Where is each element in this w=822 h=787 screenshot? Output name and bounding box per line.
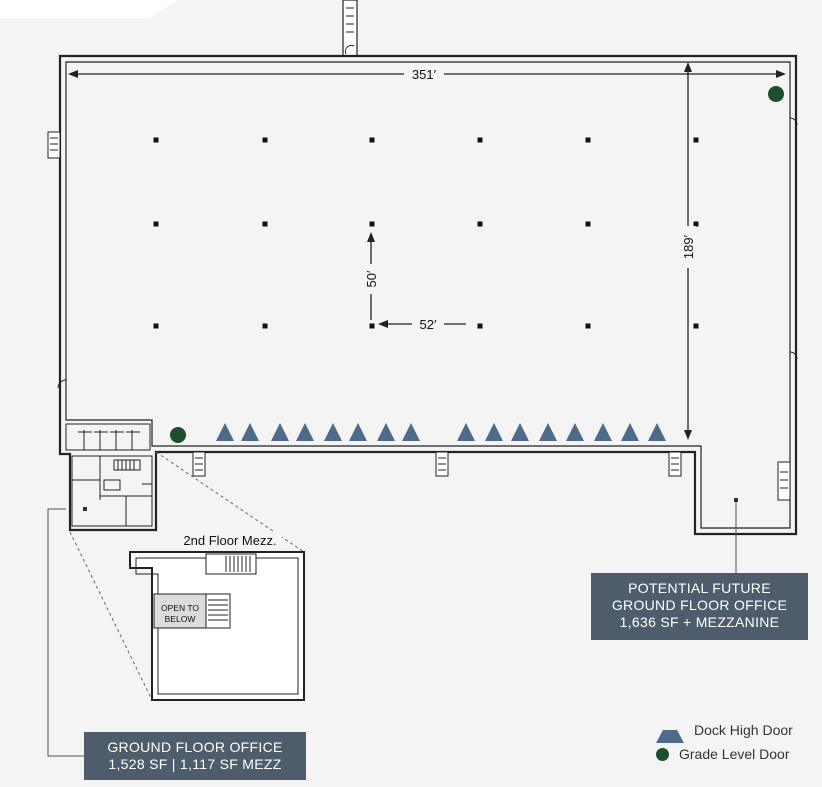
dock-door-16 bbox=[648, 423, 666, 441]
column-2-5 bbox=[693, 323, 699, 329]
east-door-swing-1 bbox=[789, 117, 798, 126]
bay-width-label: 52′ bbox=[420, 317, 437, 332]
dock-door-5 bbox=[324, 423, 342, 441]
dock-door-9 bbox=[457, 423, 475, 441]
west-door-swing bbox=[57, 379, 67, 389]
ground-office-callout: GROUND FLOOR OFFICE 1,528 SF | 1,117 SF … bbox=[84, 732, 306, 780]
background-shape bbox=[0, 0, 178, 18]
ground-office-line2: 1,528 SF | 1,117 SF MEZZ bbox=[108, 756, 282, 772]
depth-dimension: 189′ bbox=[680, 62, 696, 440]
column-grid bbox=[153, 137, 699, 329]
column-2-4 bbox=[585, 323, 591, 329]
dock-door-13 bbox=[566, 423, 584, 441]
east-stair bbox=[777, 461, 791, 501]
column-1-2 bbox=[369, 221, 375, 227]
column-1-3 bbox=[477, 221, 483, 227]
ground-floor-office-plan bbox=[65, 423, 153, 527]
south-door-3 bbox=[668, 451, 682, 477]
ground-office-line1: GROUND FLOOR OFFICE bbox=[107, 739, 283, 755]
dock-door-7 bbox=[377, 423, 395, 441]
bay-width-dimension: 52′ bbox=[378, 316, 466, 332]
future-office-line3: 1,636 SF + MEZZANINE bbox=[619, 614, 780, 630]
triangle-icon bbox=[656, 716, 684, 743]
dock-door-6 bbox=[349, 423, 367, 441]
dock-door-11 bbox=[511, 423, 529, 441]
open-to-below-label: OPEN TO bbox=[161, 603, 199, 613]
column-2-0 bbox=[153, 323, 159, 329]
future-office-marker bbox=[734, 498, 738, 502]
dock-door-14 bbox=[594, 423, 612, 441]
dock-door-1 bbox=[216, 423, 234, 441]
dock-door-12 bbox=[539, 423, 557, 441]
column-1-0 bbox=[153, 221, 159, 227]
column-2-3 bbox=[477, 323, 483, 329]
column-1-1 bbox=[262, 221, 268, 227]
south-door-1 bbox=[192, 451, 206, 477]
depth-label: 189′ bbox=[681, 234, 696, 259]
west-door bbox=[47, 131, 61, 159]
future-office-line1: POTENTIAL FUTURE bbox=[628, 580, 771, 596]
legend-dock-high: Dock High Door bbox=[656, 716, 793, 743]
dock-door-15 bbox=[621, 423, 639, 441]
ground-office-leader bbox=[47, 508, 84, 757]
legend-grade-label: Grade Level Door bbox=[679, 746, 790, 762]
dock-door-8 bbox=[402, 423, 420, 441]
dock-door-2 bbox=[241, 423, 259, 441]
column-1-5 bbox=[693, 221, 699, 227]
future-office-line2: GROUND FLOOR OFFICE bbox=[611, 597, 788, 613]
future-office-callout: POTENTIAL FUTURE GROUND FLOOR OFFICE 1,6… bbox=[591, 573, 808, 640]
dock-door-3 bbox=[271, 423, 289, 441]
column-0-1 bbox=[262, 137, 268, 143]
north-door bbox=[342, 0, 358, 57]
column-1-4 bbox=[585, 221, 591, 227]
legend-dock-label: Dock High Door bbox=[694, 721, 793, 738]
column-0-4 bbox=[585, 137, 591, 143]
south-door-2 bbox=[435, 451, 449, 477]
width-label: 351′ bbox=[412, 67, 437, 82]
grade-door-south bbox=[170, 427, 186, 443]
column-0-0 bbox=[153, 137, 159, 143]
legend-grade-level: Grade Level Door bbox=[656, 746, 790, 762]
bay-height-dimension: 50′ bbox=[363, 232, 379, 320]
width-dimension: 351′ bbox=[68, 66, 786, 82]
building-outer-wall bbox=[58, 54, 798, 536]
east-door-swing-2 bbox=[789, 351, 798, 360]
mezz-projection-1 bbox=[69, 531, 153, 701]
dock-door-4 bbox=[296, 423, 314, 441]
circle-icon bbox=[656, 747, 669, 761]
column-2-1 bbox=[262, 323, 268, 329]
column-2-2 bbox=[369, 323, 375, 329]
dock-door-10 bbox=[485, 423, 503, 441]
dock-doors bbox=[216, 423, 666, 441]
grade-door-northeast bbox=[768, 86, 784, 102]
column-0-2 bbox=[369, 137, 375, 143]
mezzanine-title: 2nd Floor Mezz. bbox=[183, 533, 276, 548]
open-to-below-label-2: BELOW bbox=[165, 614, 196, 624]
column-0-3 bbox=[477, 137, 483, 143]
column-0-5 bbox=[693, 137, 699, 143]
bay-height-label: 50′ bbox=[364, 270, 379, 287]
building-inner-wall bbox=[65, 61, 791, 529]
mezzanine-plan bbox=[129, 551, 305, 701]
office-marker-west bbox=[83, 507, 87, 511]
